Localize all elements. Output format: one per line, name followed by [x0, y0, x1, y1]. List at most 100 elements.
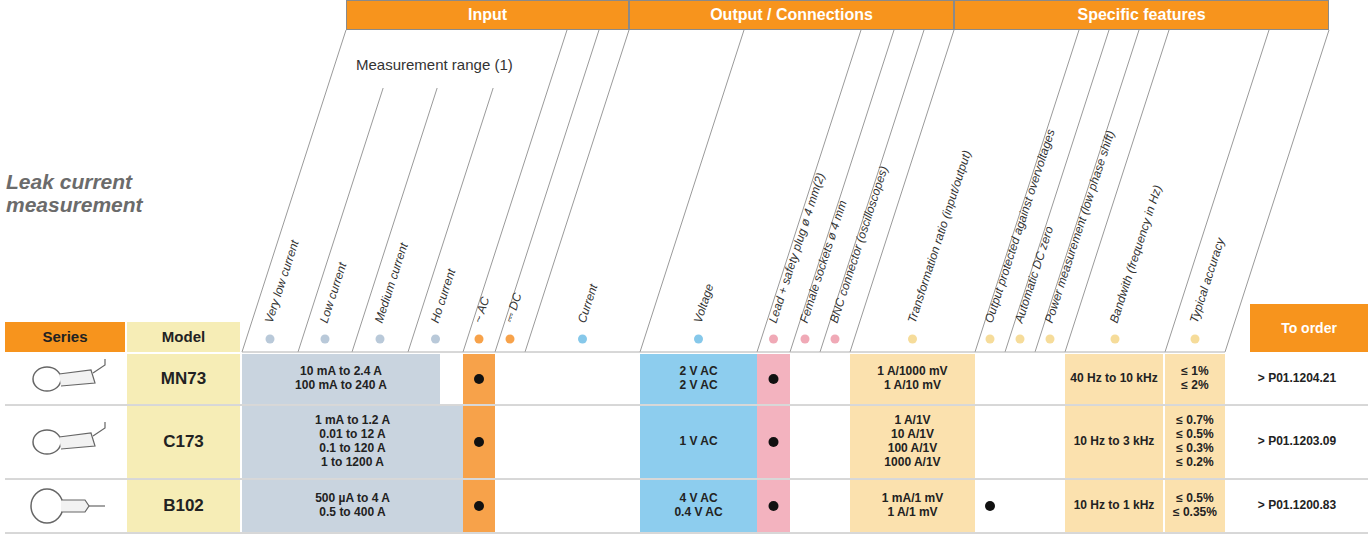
- cell-text: Series: [42, 328, 87, 345]
- cell-text: 1 mA to 1.2 A: [315, 414, 390, 428]
- column-dot: [321, 335, 330, 344]
- feature-cell: 10 Hz to 1 kHz: [1065, 480, 1163, 532]
- feature-cell: ≤ 1%≤ 2%: [1165, 354, 1225, 404]
- column-dot: [1111, 335, 1120, 344]
- column-divider: [352, 88, 437, 352]
- feature-bullet: [769, 501, 779, 511]
- column-dot: [694, 335, 703, 344]
- cell-text: Input: [468, 6, 507, 24]
- column-divider: [820, 30, 924, 352]
- row-rule: [5, 533, 1368, 534]
- feature-bullet: [474, 374, 484, 384]
- column-dot: [1046, 335, 1055, 344]
- column-label: ~ AC: [471, 295, 493, 325]
- cell-text: 2 V AC: [679, 379, 717, 393]
- feature-cell: 10 Hz to 3 kHz: [1065, 406, 1163, 478]
- cell-text: 1 V AC: [679, 435, 717, 449]
- cell-text: 2 V AC: [679, 365, 717, 379]
- column-dot: [578, 335, 587, 344]
- cell-text: > P01.1200.83: [1258, 499, 1336, 513]
- cell-text: 0.5 to 400 A: [319, 506, 385, 520]
- cell-text: 100 A/1V: [888, 442, 938, 456]
- column-divider: [463, 30, 567, 352]
- lead-cell: [757, 480, 790, 532]
- column-divider: [298, 88, 383, 352]
- cell-text: C173: [163, 432, 204, 452]
- clamp-handle: [59, 433, 95, 449]
- ac-cell: [463, 406, 495, 478]
- clamp-icon: [33, 359, 105, 391]
- cell-text: 1 A/1 mV: [887, 506, 937, 520]
- column-divider: [850, 30, 954, 352]
- cell-text: 10 Hz to 1 kHz: [1074, 499, 1155, 513]
- column-label: Transformation ratio (input/output): [904, 149, 974, 325]
- ac-cell: [463, 354, 495, 404]
- cell-text: 1 A/10 mV: [884, 379, 941, 393]
- cell-text: ≤ 2%: [1181, 379, 1208, 393]
- column-divider: [408, 88, 493, 352]
- cell-text: 100 mA to 240 A: [295, 379, 387, 393]
- column-dot: [986, 335, 995, 344]
- lead-cell: [757, 406, 790, 478]
- cell-text: B102: [163, 496, 204, 516]
- cell-text: ≤ 0.2%: [1176, 456, 1213, 470]
- voltage-cell: 1 V AC: [640, 406, 757, 478]
- clamp-icon: [33, 422, 105, 454]
- group-header: Specific features: [954, 0, 1329, 30]
- feature-cell: ≤ 0.7%≤ 0.5%≤ 0.3%≤ 0.2%: [1165, 406, 1225, 478]
- column-dot: [376, 335, 385, 344]
- cell-text: 1 to 1200 A: [321, 456, 384, 470]
- column-divider: [790, 30, 894, 352]
- range-cell: 1 mA to 1.2 A0.01 to 12 A0.1 to 120 A1 t…: [242, 406, 463, 478]
- cell-text: To order: [1281, 320, 1337, 336]
- clamp-lead: [89, 505, 105, 506]
- column-label: Medium current: [372, 241, 412, 325]
- column-label: Ho current: [427, 267, 459, 325]
- column-dot: [1016, 335, 1025, 344]
- column-label: Current: [574, 282, 601, 325]
- cell-text: 500 µA to 4 A: [315, 492, 390, 506]
- column-dot: [431, 335, 440, 344]
- feature-cell: 40 Hz to 10 kHz: [1065, 354, 1163, 404]
- cell-text: > P01.1204.21: [1258, 372, 1336, 386]
- model-cell: MN73: [127, 354, 240, 404]
- column-header: Series: [5, 322, 125, 352]
- cell-text: ≤ 0.7%: [1176, 414, 1213, 428]
- clamp-jaw: [33, 430, 61, 454]
- clamp-jaw: [31, 489, 63, 523]
- cell-text: 0.1 to 120 A: [319, 442, 385, 456]
- feature-bullet: [474, 437, 484, 447]
- clamp-jaw: [33, 367, 61, 391]
- row-rule: [242, 352, 1225, 353]
- column-dot: [801, 335, 810, 344]
- cell-text: 10 A/1V: [891, 428, 934, 442]
- cell-text: 1 mA/1 mV: [882, 492, 943, 506]
- feature-bullet: [769, 437, 779, 447]
- range-cell: 500 µA to 4 A0.5 to 400 A: [242, 480, 463, 532]
- cell-text: ≤ 1%: [1181, 365, 1208, 379]
- cell-text: 4 V AC: [679, 492, 717, 506]
- feature-bullet: [985, 501, 995, 511]
- column-label: Bandwith (frequency in Hz): [1107, 183, 1166, 325]
- cell-text: 0.01 to 12 A: [319, 428, 385, 442]
- clamp-handle: [61, 500, 89, 512]
- column-divider: [1065, 30, 1169, 352]
- column-label: Power measurement (low phase shift): [1042, 129, 1119, 325]
- clamp-icon: [31, 489, 105, 523]
- cell-text: 1 A/1V: [894, 414, 930, 428]
- ac-cell: [463, 480, 495, 532]
- column-dot: [506, 335, 515, 344]
- model-cell: C173: [127, 406, 240, 478]
- column-label: Voltage: [690, 282, 717, 325]
- group-header: Output / Connections: [629, 0, 954, 30]
- voltage-cell: 2 V AC2 V AC: [640, 354, 757, 404]
- cell-text: Model: [162, 328, 205, 345]
- column-dot: [908, 335, 917, 344]
- cell-text: 1 A/1000 mV: [877, 365, 947, 379]
- voltage-cell: 4 V AC0.4 V AC: [640, 480, 757, 532]
- cell-text: 40 Hz to 10 kHz: [1070, 372, 1157, 386]
- feature-bullet: [769, 374, 779, 384]
- cell-text: ≤ 0.35%: [1173, 506, 1217, 520]
- cell-text: ≤ 0.5%: [1176, 428, 1213, 442]
- cell-text: 1000 A/1V: [884, 456, 940, 470]
